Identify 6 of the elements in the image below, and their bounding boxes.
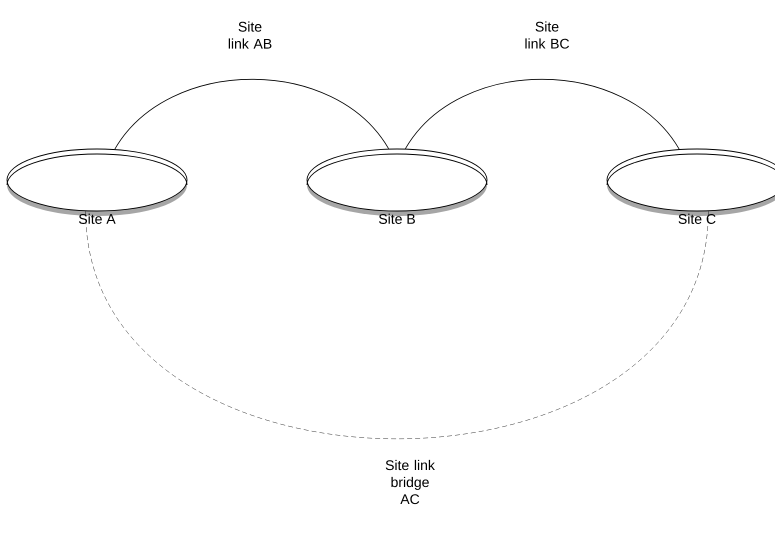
link-arc xyxy=(405,78,680,150)
link-arc xyxy=(85,211,709,440)
edge-label: Site link AB xyxy=(219,20,281,50)
edge-label: Site link BC xyxy=(516,20,578,50)
edge-label: Site link bridge AC xyxy=(379,458,441,506)
link-arc xyxy=(114,78,390,150)
